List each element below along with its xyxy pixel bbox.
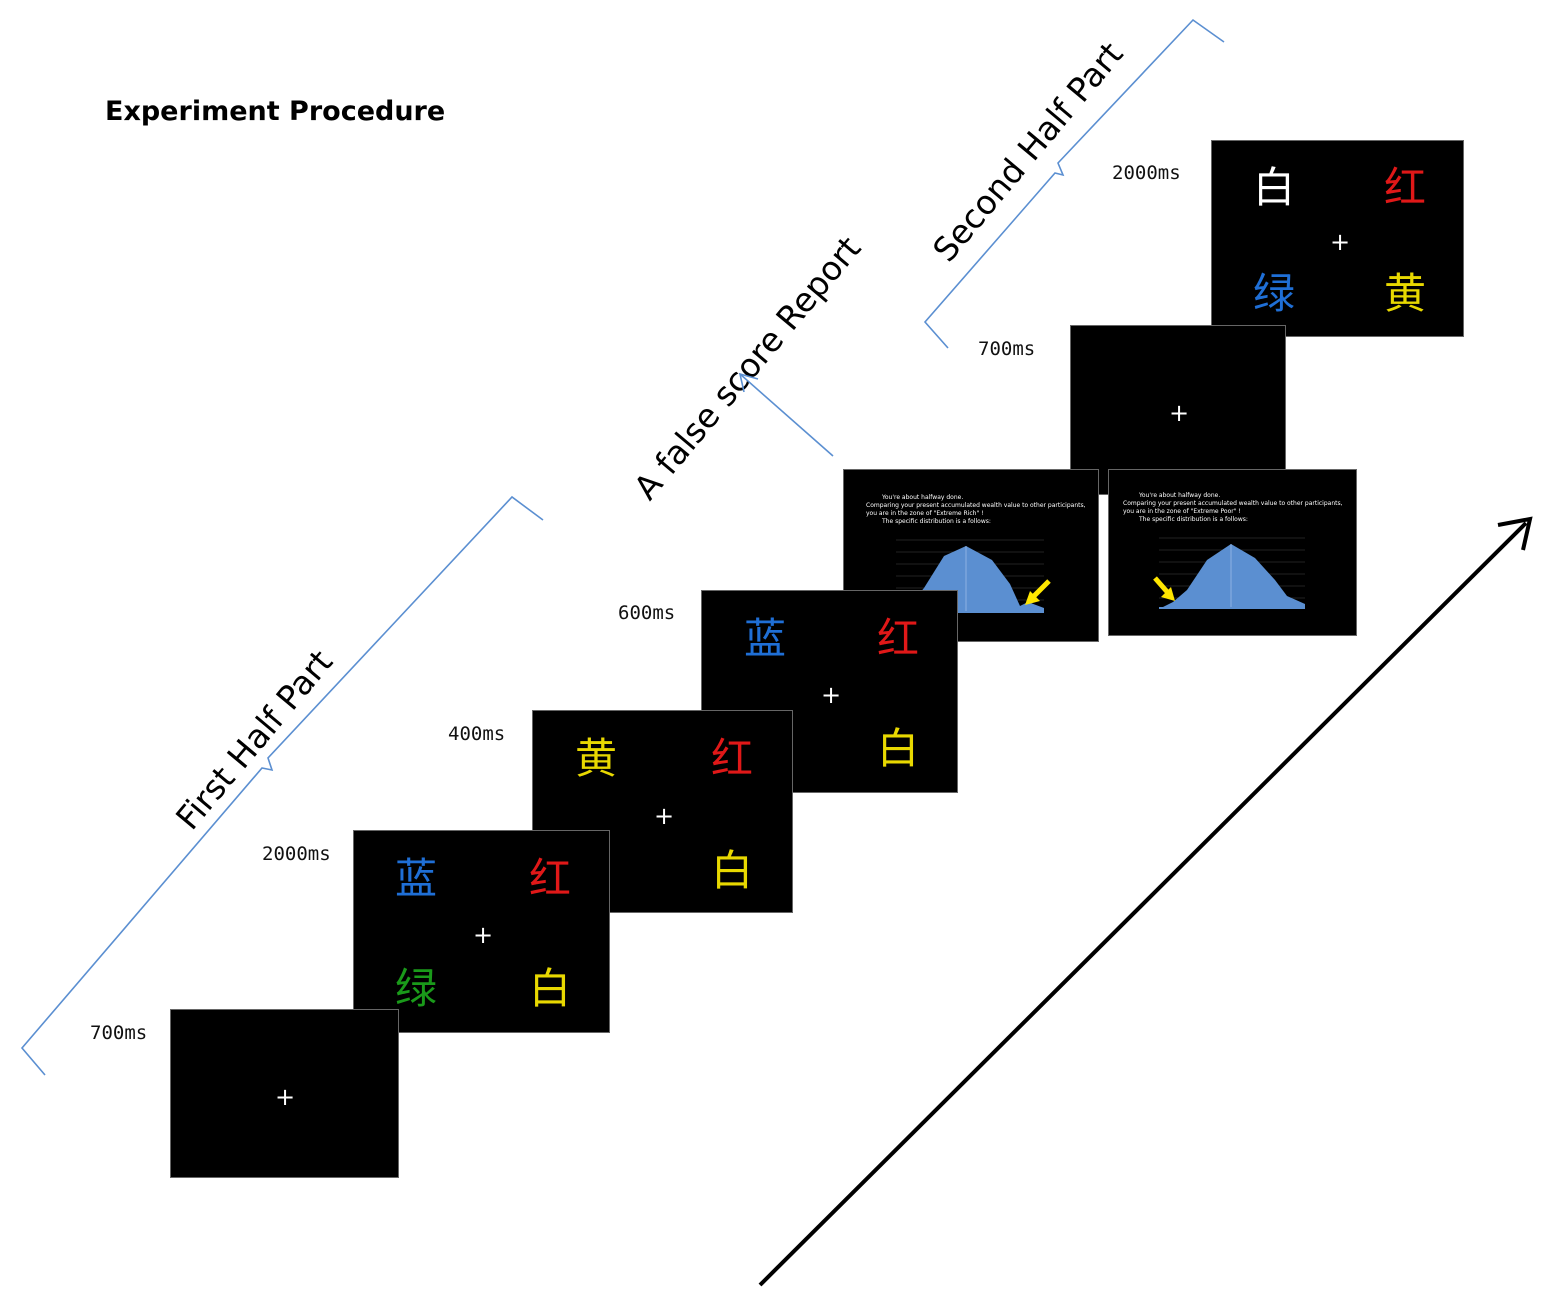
fixation-cross: +	[472, 921, 494, 949]
stroop-word-top-left: 蓝	[743, 614, 787, 663]
stroop-word-top-right: 红	[876, 614, 920, 663]
timing-label: 700ms	[90, 1022, 148, 1044]
stroop-word-bottom-left: 绿	[1252, 269, 1296, 318]
report-screen-poor: You're about halfway done. Comparing you…	[1108, 469, 1357, 636]
report-text: You're about halfway done. Comparing you…	[1123, 492, 1349, 524]
second-half-bracket	[923, 18, 1225, 349]
first-half-bracket	[20, 495, 544, 1076]
pointer-arrow-icon	[1153, 576, 1175, 601]
screen-stroop-2000: 蓝 红 + 绿 白	[353, 830, 610, 1033]
report-line: Comparing your present accumulated wealt…	[866, 502, 1086, 517]
timing-label: 700ms	[978, 338, 1036, 360]
report-arrow-line	[739, 373, 834, 457]
stroop-word-bottom-right: 黄	[1383, 269, 1427, 318]
stroop-word-bottom-right: 白	[528, 964, 572, 1013]
timing-label: 2000ms	[262, 843, 331, 865]
report-line: The specific distribution is a follows:	[1139, 516, 1248, 523]
fixation-cross: +	[820, 681, 842, 709]
fixation-cross: +	[1168, 399, 1190, 427]
screen-second-stroop: 白 红 + 绿 黄	[1211, 140, 1464, 337]
distribution-curve	[1161, 544, 1305, 608]
time-arrow-head	[1497, 516, 1533, 551]
timing-label: 2000ms	[1112, 162, 1181, 184]
report-line: You're about halfway done.	[882, 494, 964, 501]
stroop-word-bottom-left: 绿	[394, 964, 438, 1013]
fixation-cross: +	[1329, 228, 1351, 256]
report-line: You're about halfway done.	[1139, 492, 1221, 499]
time-arrow-line	[758, 521, 1528, 1287]
stroop-word-top-right: 红	[528, 854, 572, 903]
screen-first-fixation: +	[170, 1009, 399, 1178]
stroop-word-bottom-right: 白	[710, 846, 754, 895]
stroop-word-top-right: 红	[1383, 163, 1427, 212]
diagram-title: Experiment Procedure	[105, 96, 446, 127]
stroop-word-top-left: 白	[1252, 163, 1296, 212]
fixation-cross: +	[653, 802, 675, 830]
fixation-cross: +	[274, 1083, 296, 1111]
timing-label: 600ms	[618, 602, 676, 624]
report-line: Comparing your present accumulated wealt…	[1123, 500, 1343, 515]
report-arrow-head	[738, 372, 759, 393]
stroop-word-bottom-right: 白	[876, 724, 920, 773]
screen-second-fixation: +	[1070, 325, 1286, 495]
timing-label: 400ms	[448, 723, 506, 745]
report-text: You're about halfway done. Comparing you…	[866, 494, 1086, 526]
pointer-arrow-icon	[1025, 579, 1051, 605]
stroop-word-top-left: 黄	[574, 734, 618, 783]
report-line: The specific distribution is a follows:	[882, 518, 991, 525]
distribution-chart	[1153, 537, 1305, 609]
stroop-word-top-right: 红	[710, 734, 754, 783]
stroop-word-top-left: 蓝	[394, 854, 438, 903]
